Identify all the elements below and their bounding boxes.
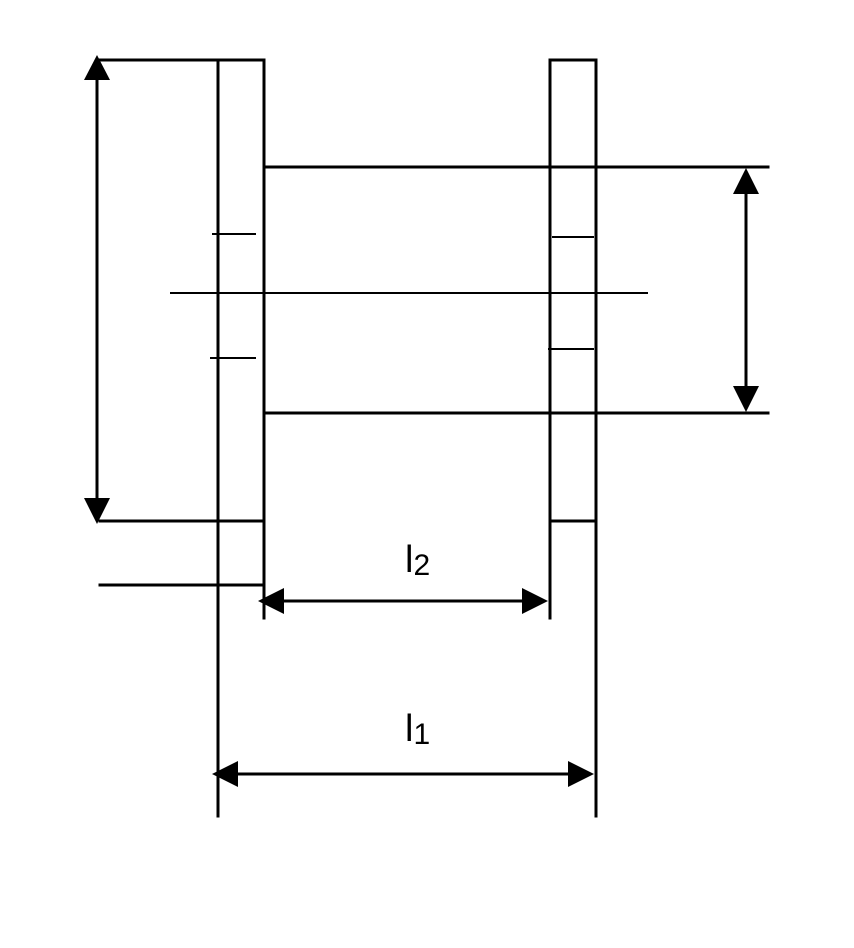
- l1-dimension: l1: [212, 708, 594, 787]
- flange-diameter-arrow-down: [84, 498, 110, 524]
- l2-label: l2: [405, 539, 430, 582]
- flange-diameter-dimension: [84, 55, 110, 524]
- drum: [262, 165, 770, 415]
- flange-diameter-arrow-up: [84, 55, 110, 80]
- l1-arrow-left: [212, 761, 238, 787]
- drum-diameter-arrow-down: [733, 386, 759, 412]
- left-flange: [98, 58, 266, 818]
- drum-diameter-dimension: [733, 168, 759, 412]
- l2-arrow-right: [522, 588, 548, 614]
- l2-dimension: l2: [258, 539, 548, 614]
- drum-diameter-arrow-up: [733, 168, 759, 194]
- center-marks: [170, 233, 648, 359]
- l1-arrow-right: [568, 761, 594, 787]
- l1-label: l1: [405, 708, 430, 751]
- l2-arrow-left: [258, 588, 284, 614]
- right-flange: [548, 58, 598, 818]
